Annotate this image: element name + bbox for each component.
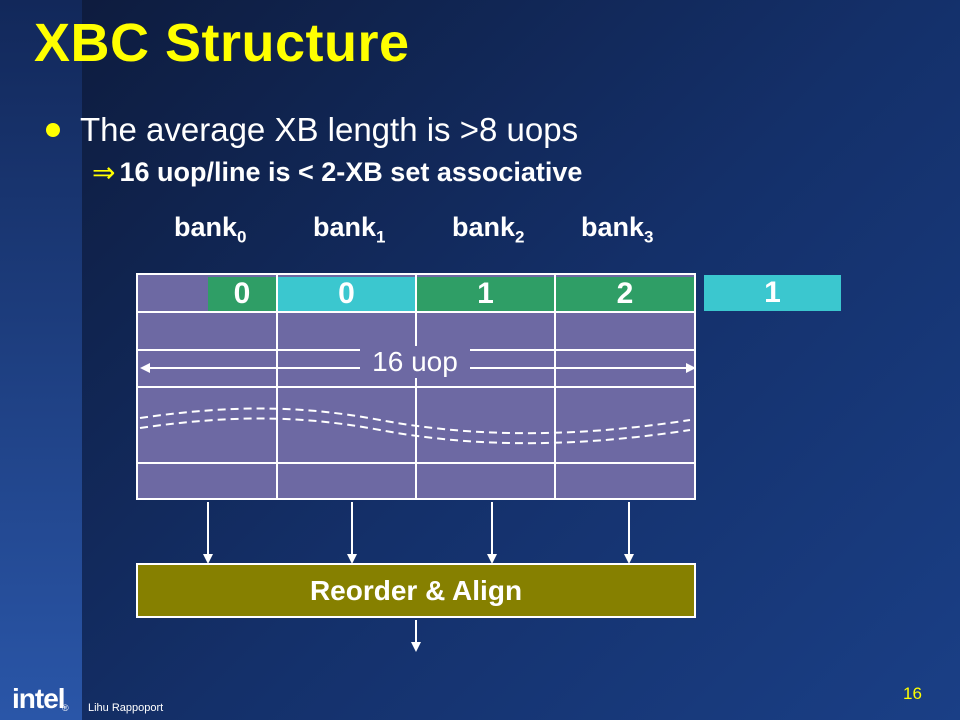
bank-label-3: bank3 [581,212,654,247]
bullet-text: The average XB length is >8 uops [80,111,579,148]
sub-point-text: 16 uop/line is < 2-XB set associative [119,157,583,187]
top-row-cell-1: 0 [278,277,415,311]
slide-title: XBC Structure [34,13,410,73]
top-row-cell-3: 2 [556,277,694,311]
span-label: 16 uop [360,346,470,378]
dashed-wave-top [139,407,691,435]
bank-divider [554,275,556,498]
side-strip [0,0,82,720]
bank-label-2: bank2 [452,212,525,247]
page-number: 16 [903,684,922,703]
bank-label-1: bank1 [313,212,386,247]
bank-divider [276,275,278,498]
dashed-wave-bottom [139,417,691,445]
top-row-cell-2: 1 [417,277,554,311]
bullet-dot-icon [46,123,60,137]
intel-logo: intel [12,683,66,714]
bank-label-0: bank0 [174,212,247,247]
cache-grid: 0 0 1 2 [136,273,696,500]
extra-cell: 1 [704,275,841,311]
author-name: Lihu Rappoport [88,702,164,714]
sub-point: ⇒ 16 uop/line is < 2-XB set associative [92,156,582,189]
bank-divider [415,275,417,498]
implies-arrow-icon: ⇒ [92,157,116,188]
bullet-point: The average XB length is >8 uops [46,110,578,150]
top-row-cell-0: 0 [208,277,276,311]
reorder-align-box: Reorder & Align [136,563,696,618]
registered-mark: ® [62,703,69,713]
